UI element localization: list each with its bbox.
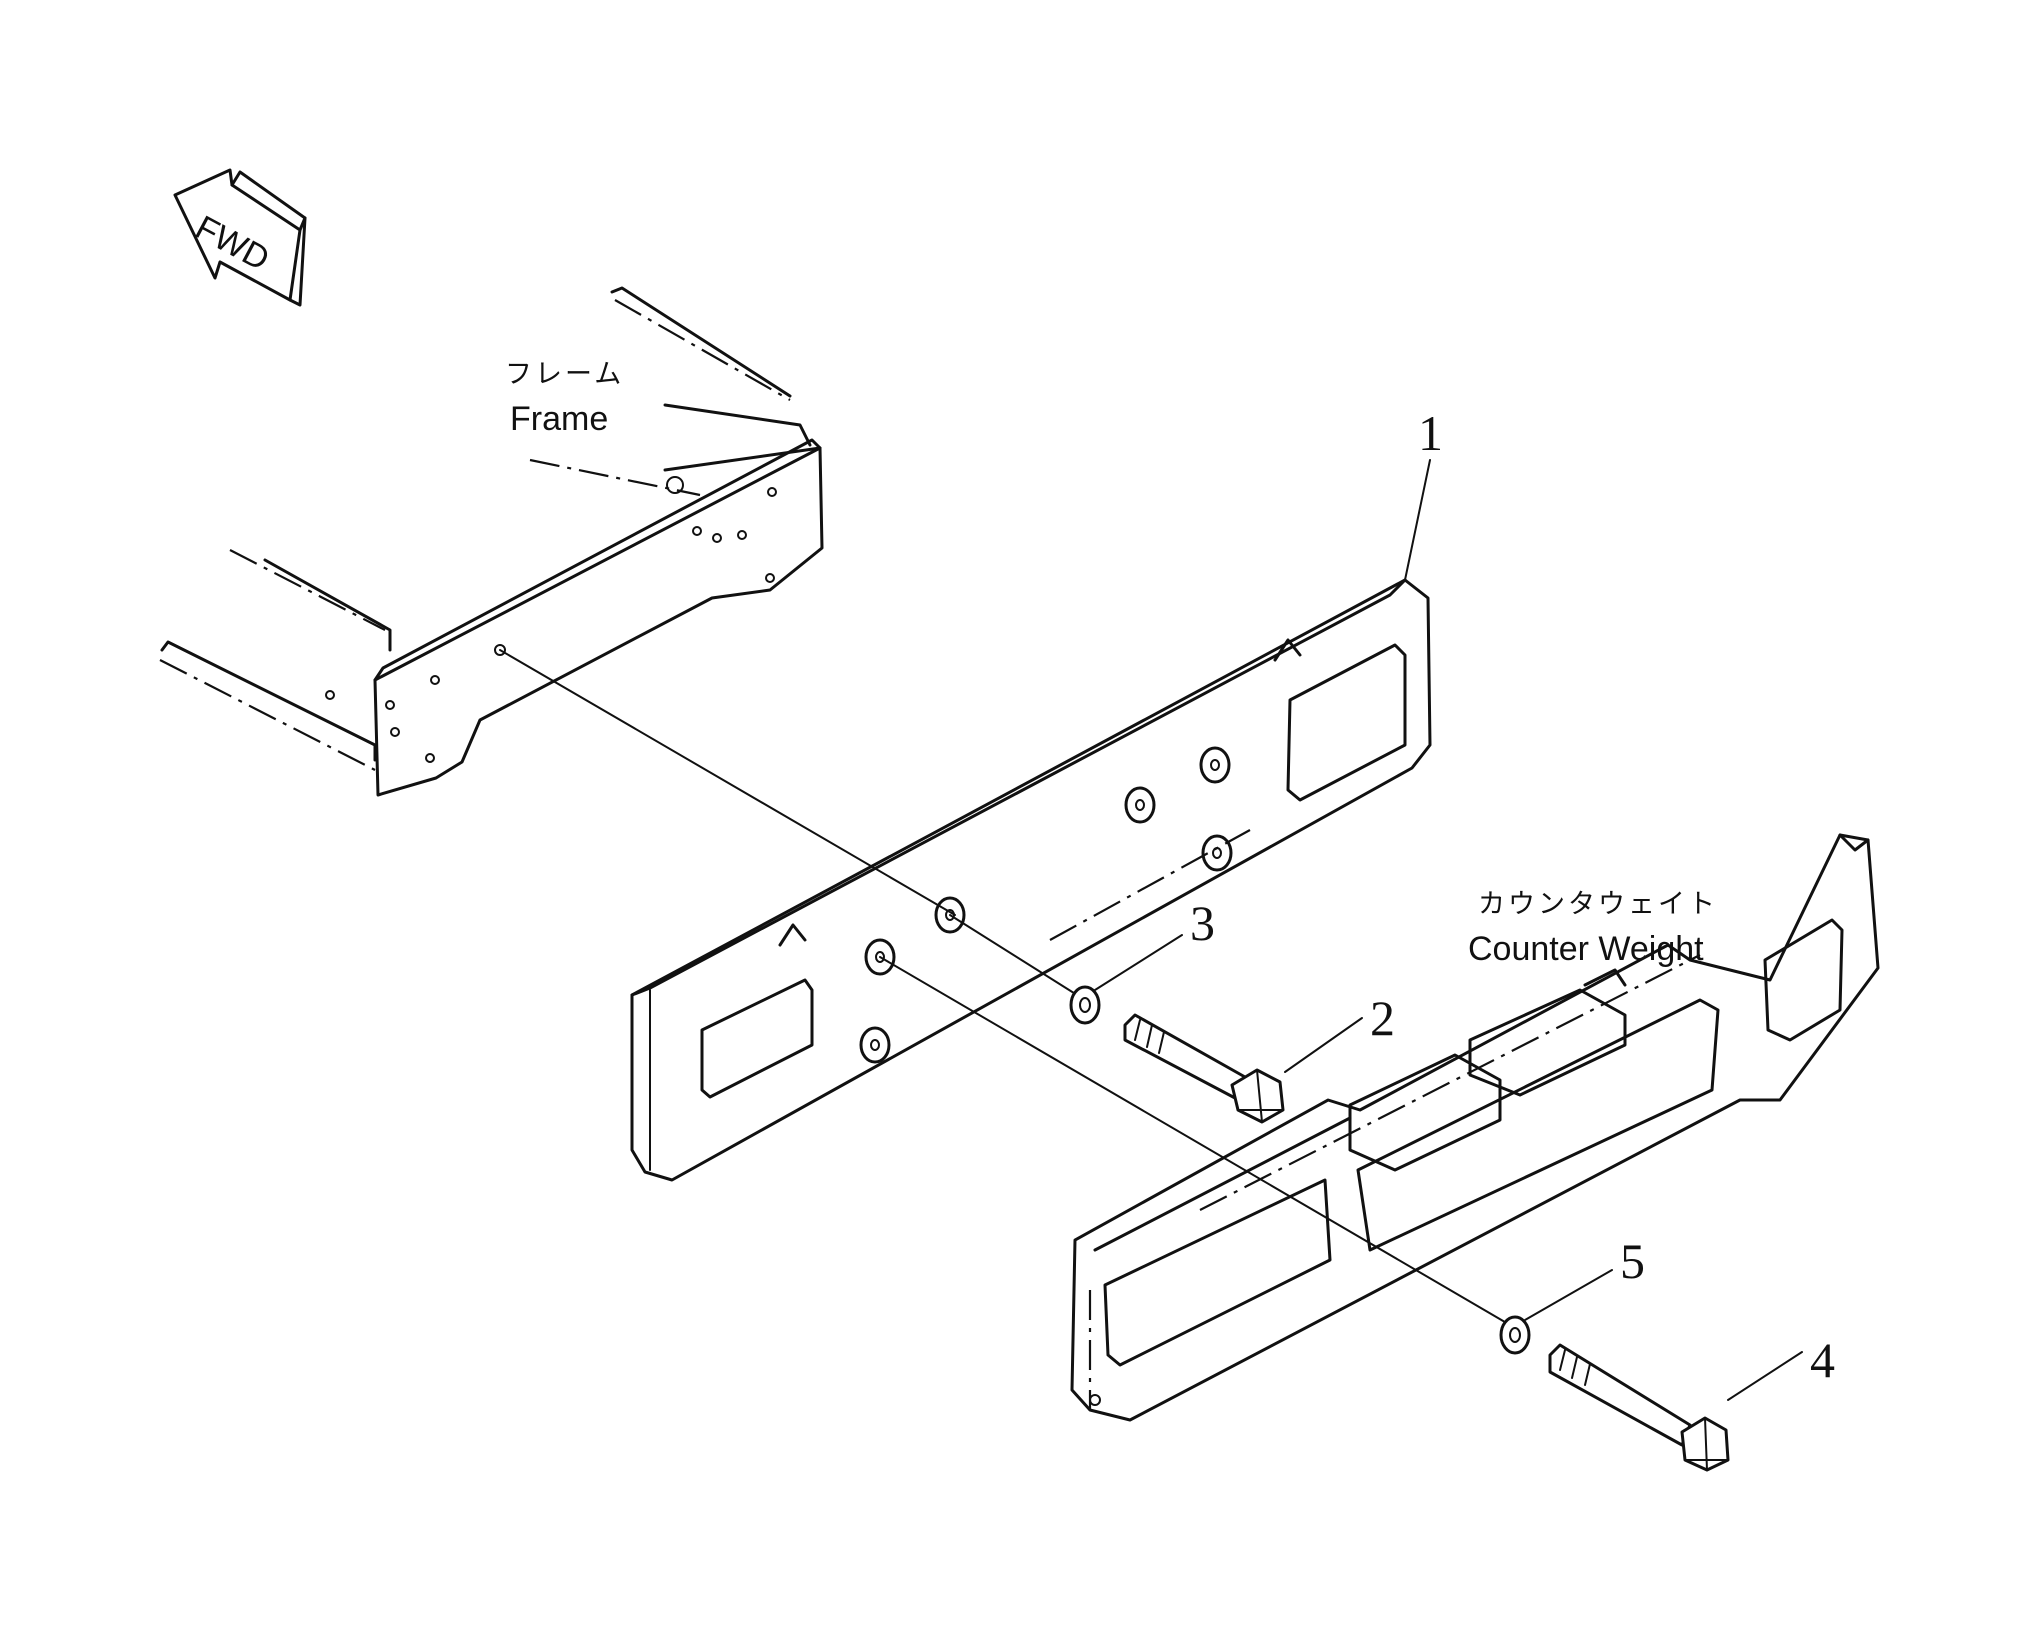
leader-part-3 (1094, 934, 1183, 991)
callout-part-5: 5 (1620, 1233, 1645, 1289)
counterweight-label-jp: カウンタウェイト (1478, 889, 1718, 920)
callout-part-3: 3 (1190, 895, 1215, 951)
bolt-part-2 (1123, 1013, 1285, 1124)
washer-3-centerline (949, 914, 1086, 1001)
washer-part-3 (1069, 985, 1101, 1025)
washer-5-centerline (879, 956, 1511, 1326)
frame-label-en: Frame (510, 400, 608, 438)
counterweight-drawing (1070, 833, 1880, 1422)
leader-part-5 (1524, 1269, 1613, 1321)
frame-to-bracket-centerline (499, 649, 956, 916)
frame-drawing (159, 286, 824, 797)
callout-part-1: 1 (1418, 405, 1443, 461)
leader-part-4 (1727, 1351, 1803, 1401)
callout-part-4: 4 (1810, 1332, 1835, 1388)
part-1-bracket (630, 578, 1432, 1182)
leader-part-2 (1284, 1017, 1363, 1073)
callout-part-2: 2 (1370, 990, 1395, 1046)
leader-part-1 (1404, 459, 1431, 581)
bolt-part-4 (1548, 1343, 1730, 1472)
fwd-direction-arrow: FWD (173, 168, 307, 307)
counterweight-label-en: Counter Weight (1468, 930, 1704, 968)
frame-label-jp: フレーム (505, 359, 624, 390)
washer-part-5 (1499, 1315, 1531, 1355)
